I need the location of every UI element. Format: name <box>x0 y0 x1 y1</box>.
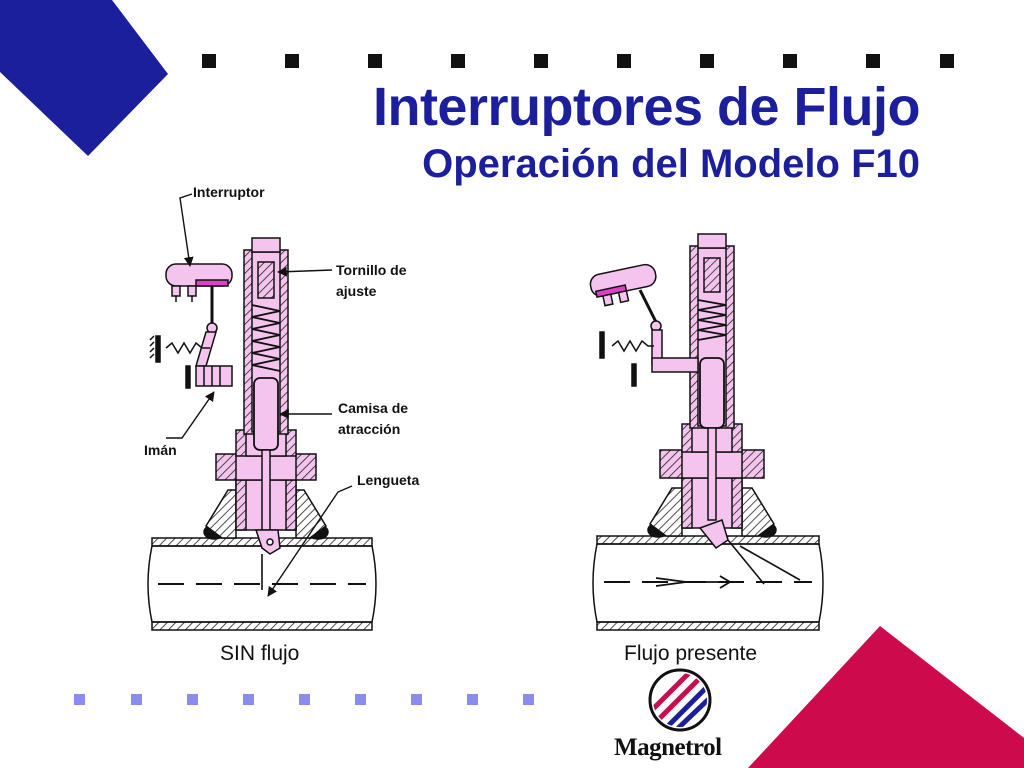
label-tornillo-line2: ajuste <box>336 283 377 299</box>
caption-flow: Flujo presente <box>624 642 758 665</box>
label-iman: Imán <box>144 442 177 458</box>
label-tornillo-line1: Tornillo de <box>336 262 407 278</box>
device-no-flow <box>147 193 377 631</box>
label-camisa-line1: Camisa de <box>338 400 409 416</box>
label-interruptor: Interruptor <box>193 184 265 200</box>
red-corner-shape <box>748 626 1024 768</box>
slide-title: Interruptores de Flujo <box>372 77 921 137</box>
label-camisa-line2: atracción <box>338 421 401 437</box>
blue-corner-shape <box>0 0 168 156</box>
slide-subtitle: Operación del Modelo F10 <box>422 142 920 186</box>
caption-no-flow: SIN flujo <box>220 642 300 665</box>
label-lengueta: Lengueta <box>357 472 420 488</box>
magnetrol-logo-text: Magnetrol <box>614 734 722 761</box>
top-square-bullets <box>202 54 954 68</box>
magnetrol-logo-mark <box>648 668 712 732</box>
bottom-square-bullets <box>74 694 534 705</box>
device-flow <box>589 233 824 631</box>
